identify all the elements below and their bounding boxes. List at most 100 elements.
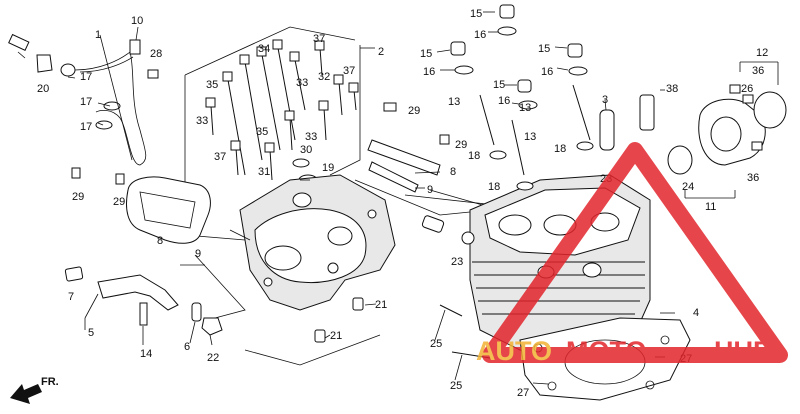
callout-number: 2 bbox=[378, 46, 384, 58]
washer-18b bbox=[516, 181, 534, 191]
callout-number: 25 bbox=[450, 380, 462, 392]
callout-number: 26 bbox=[741, 83, 753, 95]
callout-number: 16 bbox=[498, 95, 510, 107]
bolt-36b bbox=[751, 141, 763, 151]
washer-16a bbox=[497, 26, 517, 36]
callout-number: 8 bbox=[157, 235, 163, 247]
stud-13b bbox=[511, 119, 525, 176]
callout-number: 33 bbox=[196, 115, 208, 127]
callout-number: 20 bbox=[37, 83, 49, 95]
bolt-14 bbox=[139, 302, 148, 326]
watermark-word-a: AUTO bbox=[476, 336, 552, 366]
callout-number: 21 bbox=[375, 299, 387, 311]
callout-number: 15 bbox=[538, 43, 550, 55]
short-bolt bbox=[230, 140, 241, 176]
guide-8-right bbox=[367, 139, 441, 176]
washer-18c bbox=[576, 141, 594, 151]
callout-number: 27 bbox=[517, 387, 529, 399]
callout-number: 31 bbox=[258, 166, 270, 178]
washer-16b bbox=[454, 65, 474, 75]
callout-number: 22 bbox=[207, 352, 219, 364]
callout-number: 32 bbox=[318, 71, 330, 83]
lower-left-parts bbox=[64, 167, 223, 336]
callout-number: 23 bbox=[451, 256, 463, 268]
assembly-bracket-lines bbox=[180, 26, 541, 366]
automotohub-watermark: AUTO MOTO HUB bbox=[476, 142, 788, 366]
wire-harness-group bbox=[8, 33, 159, 166]
callout-number: 16 bbox=[541, 66, 553, 78]
callout-number: 9 bbox=[195, 248, 201, 260]
bolt-29a bbox=[71, 167, 81, 179]
bolt-26 bbox=[742, 94, 754, 104]
callout-number: 37 bbox=[214, 151, 226, 163]
callout-number: 12 bbox=[756, 47, 768, 59]
callout-number: 15 bbox=[420, 48, 432, 60]
bolt-29c bbox=[383, 102, 397, 112]
watermark-word-b: MOTO bbox=[566, 336, 647, 366]
callout-number: 10 bbox=[131, 15, 143, 27]
side-cover-8 bbox=[126, 176, 211, 244]
guide-9-right bbox=[368, 161, 419, 193]
clamp-17b bbox=[95, 120, 113, 130]
callout-number: 11 bbox=[705, 201, 716, 213]
tube-3 bbox=[599, 109, 615, 151]
long-bolt bbox=[272, 39, 296, 141]
callout-number: 29 bbox=[72, 191, 84, 203]
washer bbox=[292, 158, 310, 168]
nut-22 bbox=[201, 317, 223, 336]
bracket-20 bbox=[36, 54, 53, 73]
callout-number: 17 bbox=[80, 96, 92, 108]
callout-number: 6 bbox=[184, 341, 190, 353]
callout-number: 17 bbox=[80, 71, 92, 83]
long-bolt bbox=[314, 40, 325, 76]
dowel-21a bbox=[352, 297, 364, 311]
long-bolt bbox=[239, 54, 263, 161]
cap-15d bbox=[517, 79, 532, 93]
stud-13a bbox=[479, 94, 495, 146]
oring-24 bbox=[667, 145, 693, 175]
bolt-28 bbox=[147, 69, 159, 79]
cap-15b bbox=[450, 41, 466, 56]
dowel-21b bbox=[314, 329, 326, 343]
callout-number: 13 bbox=[448, 96, 460, 108]
washer-16c bbox=[568, 66, 588, 76]
callout-number: 13 bbox=[524, 131, 536, 143]
callout-number: 37 bbox=[343, 65, 355, 77]
stud-13c bbox=[572, 84, 591, 141]
bolt-36a bbox=[729, 84, 741, 94]
short-bolt bbox=[205, 97, 216, 136]
callout-number: 34 bbox=[258, 43, 270, 55]
direction-label: FR. bbox=[41, 376, 59, 388]
callout-number: 17 bbox=[80, 121, 92, 133]
callout-number: 15 bbox=[470, 8, 482, 20]
callout-number: 14 bbox=[140, 348, 152, 360]
callout-number: 33 bbox=[296, 77, 308, 89]
bolt-10-top bbox=[129, 39, 141, 55]
callout-number: 18 bbox=[468, 150, 480, 162]
callout-number: 29 bbox=[113, 196, 125, 208]
head-bolts-group bbox=[205, 39, 359, 186]
clamp-17a bbox=[103, 101, 121, 111]
callout-number: 21 bbox=[330, 330, 342, 342]
spark-plug-38 bbox=[639, 94, 655, 131]
watermark-word-c: HUB bbox=[714, 336, 773, 366]
long-bolt bbox=[256, 46, 281, 151]
callout-number: 1 bbox=[95, 29, 101, 41]
short-bolt bbox=[348, 82, 359, 111]
callout-number: 19 bbox=[322, 162, 334, 174]
pin-23 bbox=[421, 215, 445, 233]
part-7 bbox=[64, 266, 84, 282]
callout-number: 28 bbox=[150, 48, 162, 60]
guide-plates bbox=[367, 102, 475, 245]
part-5-lever bbox=[97, 274, 179, 311]
callout-number: 36 bbox=[752, 65, 764, 77]
washer-18a bbox=[489, 150, 507, 160]
callout-number: 33 bbox=[305, 131, 317, 143]
bolt-29b bbox=[115, 173, 125, 185]
oring-23 bbox=[461, 231, 475, 245]
cap-15a bbox=[499, 4, 515, 19]
callout-number: 36 bbox=[747, 172, 759, 184]
intake-pipe-group bbox=[667, 61, 787, 199]
upper-right-bolts bbox=[450, 4, 655, 191]
short-bolt bbox=[318, 100, 329, 141]
